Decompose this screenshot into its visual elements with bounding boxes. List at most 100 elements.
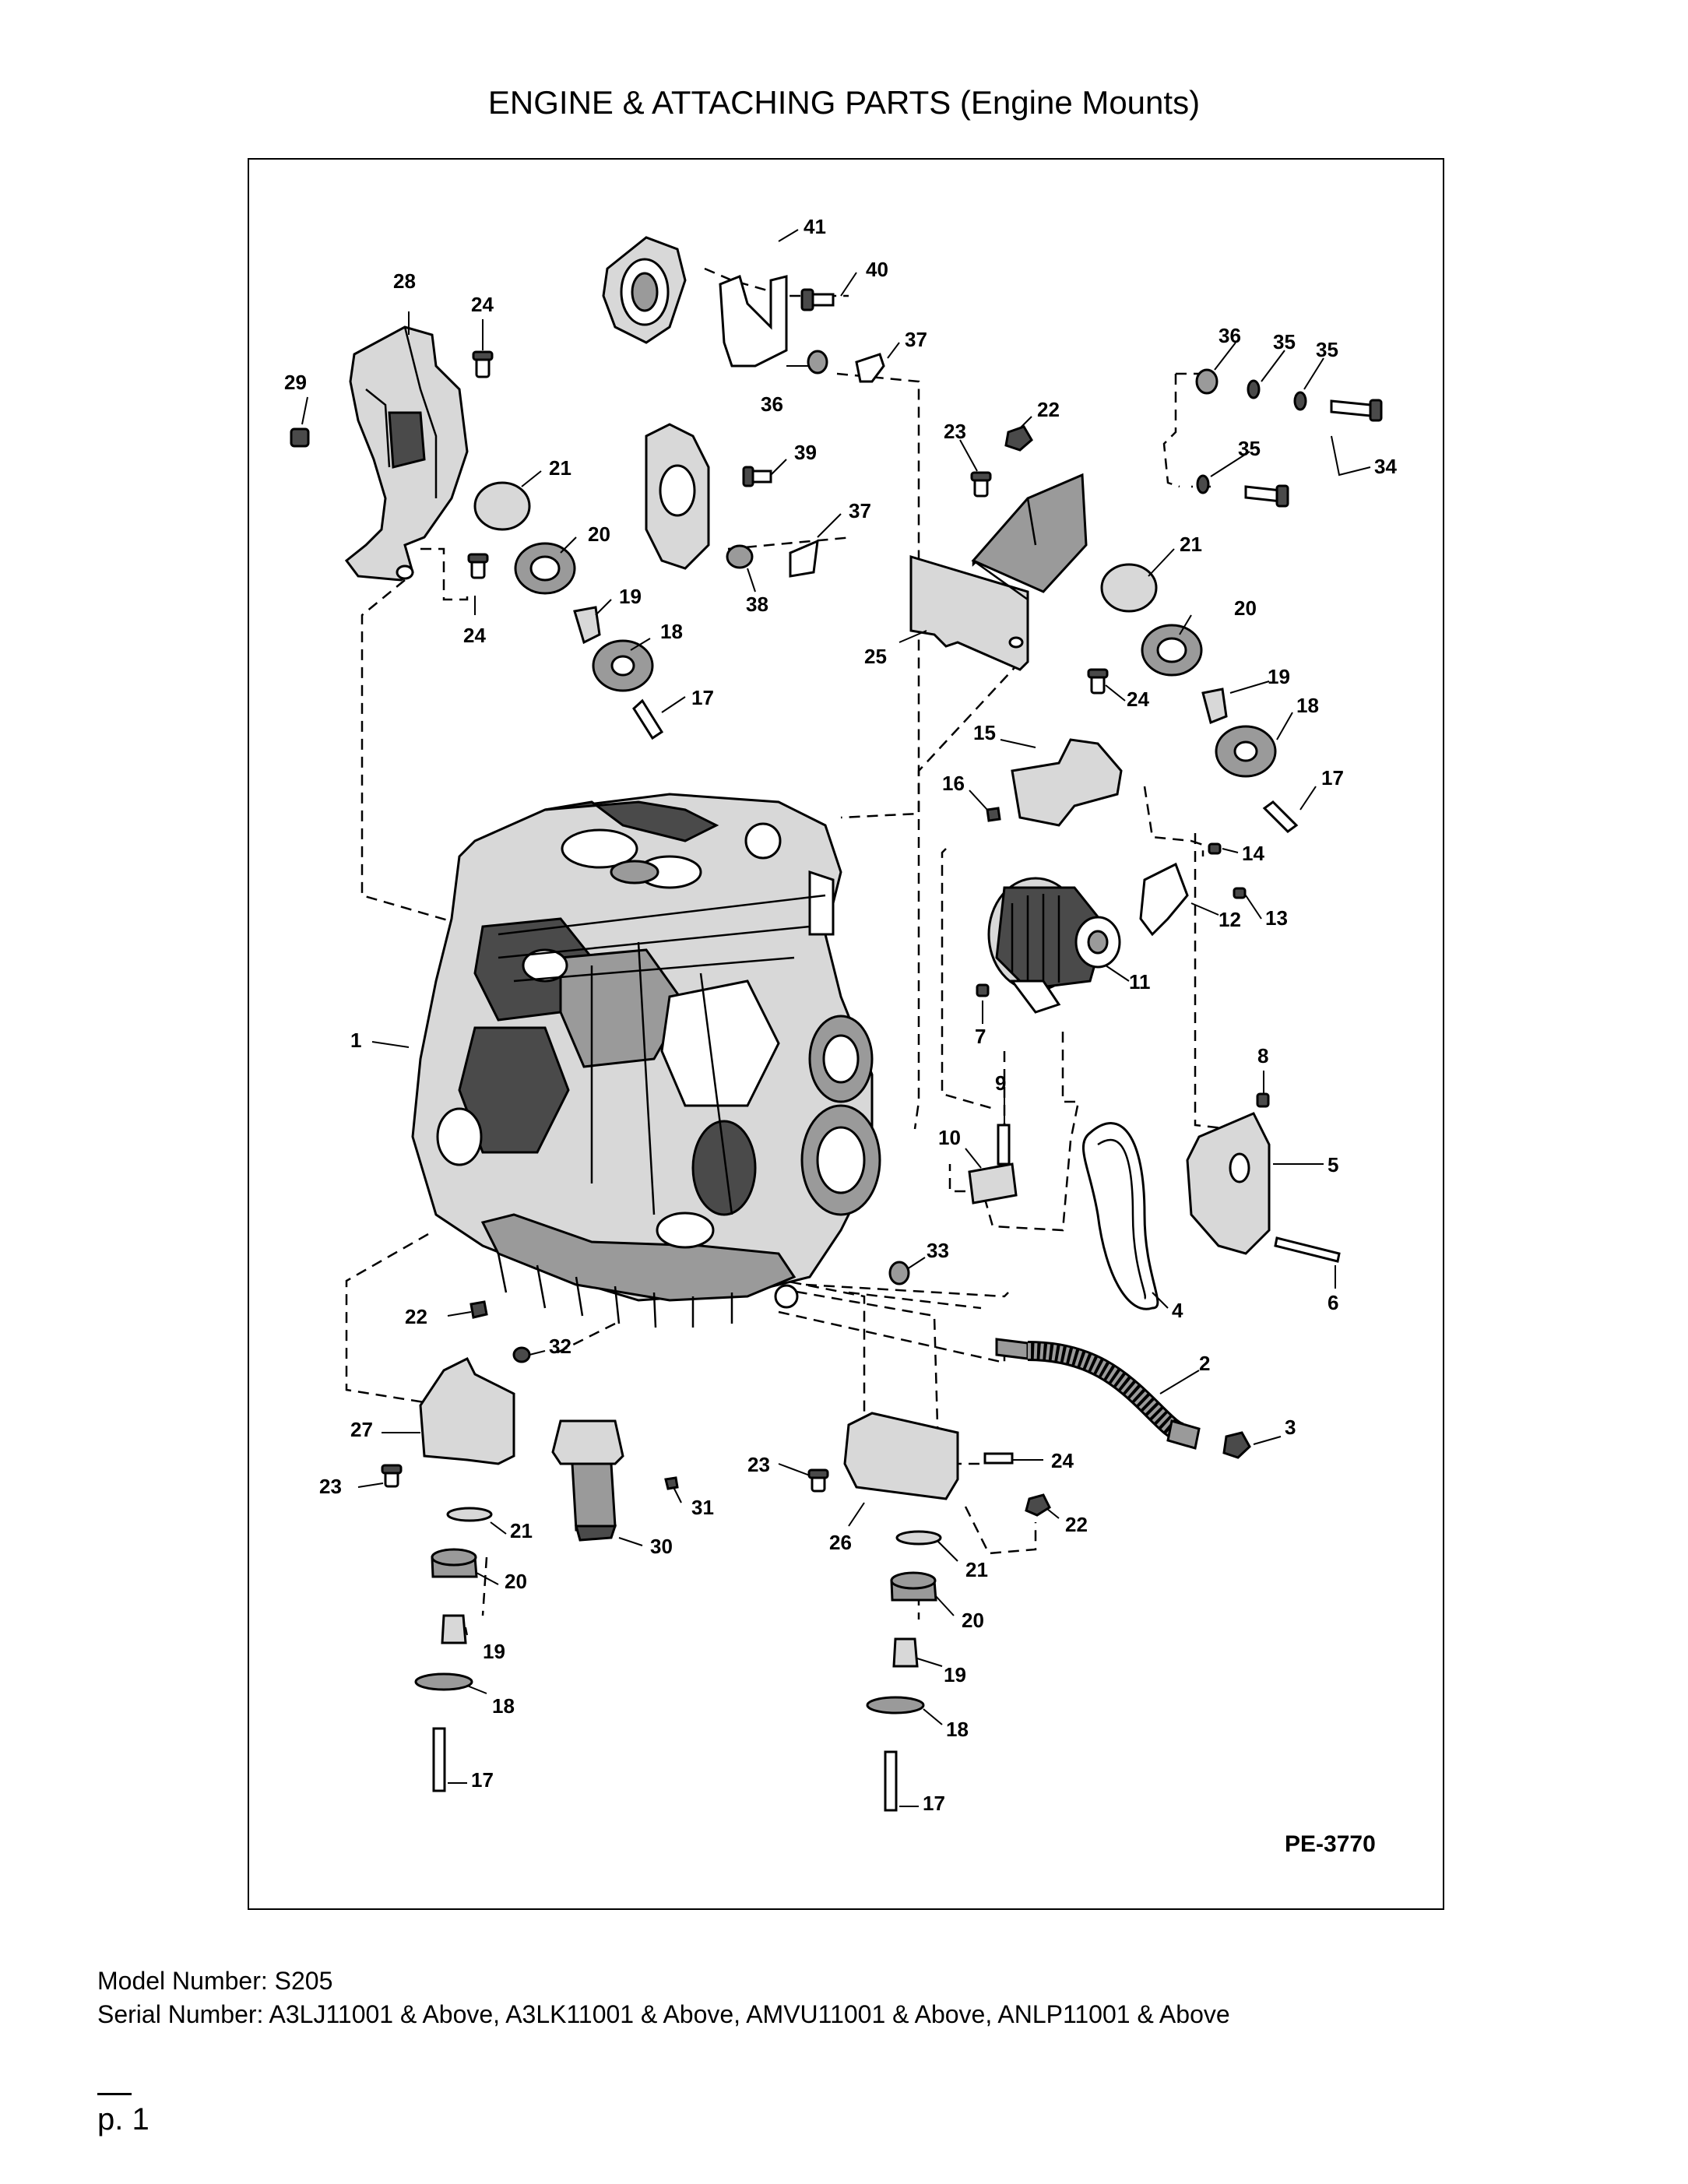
callout-35-c: 35 bbox=[1238, 437, 1261, 460]
bolt-23-lower-right bbox=[807, 1468, 829, 1493]
filter-30 bbox=[551, 1419, 624, 1542]
screw-16 bbox=[986, 807, 1001, 822]
callout-20-left: 20 bbox=[588, 522, 610, 546]
callout-29: 29 bbox=[284, 371, 307, 394]
callout-17-lower-left: 17 bbox=[471, 1768, 494, 1792]
washer-21-left bbox=[473, 481, 531, 531]
sleeve-19-lower-left bbox=[441, 1614, 467, 1644]
nut-32 bbox=[512, 1346, 531, 1363]
callout-20-right: 20 bbox=[1234, 596, 1257, 620]
housing-41 bbox=[602, 236, 687, 344]
leader-lines bbox=[301, 229, 1371, 1807]
clip-37-top bbox=[855, 353, 885, 383]
callout-24-right: 24 bbox=[1127, 688, 1149, 711]
bolt-head-34-bottom bbox=[1275, 484, 1289, 508]
washer-18-left bbox=[592, 639, 654, 692]
callout-35-b: 35 bbox=[1316, 338, 1338, 361]
page-divider bbox=[97, 2093, 132, 2095]
callout-24-lower: 24 bbox=[1051, 1449, 1074, 1472]
nut-29 bbox=[290, 427, 310, 448]
rod-6 bbox=[1274, 1236, 1341, 1263]
screw-7 bbox=[976, 983, 990, 997]
callout-21-right: 21 bbox=[1180, 533, 1202, 556]
callout-24-top: 24 bbox=[471, 293, 494, 316]
callout-5: 5 bbox=[1328, 1153, 1338, 1176]
callout-17-right: 17 bbox=[1321, 766, 1344, 790]
isolator-20-lower-left-top bbox=[431, 1548, 477, 1567]
callout-17-left: 17 bbox=[691, 686, 714, 709]
page-number: p. 1 bbox=[97, 2102, 149, 2137]
spacer-36-top bbox=[807, 350, 828, 375]
callout-30: 30 bbox=[650, 1535, 673, 1558]
callout-10: 10 bbox=[938, 1126, 961, 1149]
callout-19-lower-right: 19 bbox=[944, 1663, 966, 1686]
callout-19-right: 19 bbox=[1268, 665, 1290, 688]
sleeve-19-left bbox=[573, 606, 601, 645]
callout-21-lower-left: 21 bbox=[510, 1519, 533, 1542]
callout-11: 11 bbox=[1129, 970, 1151, 994]
bracket-arm-41 bbox=[719, 274, 788, 368]
callout-23-left: 23 bbox=[319, 1475, 342, 1498]
nut-22-lower bbox=[1025, 1493, 1051, 1517]
bolt-17-left bbox=[632, 698, 664, 740]
callout-22-lower: 22 bbox=[1065, 1513, 1088, 1536]
callout-14: 14 bbox=[1242, 842, 1264, 865]
callout-34: 34 bbox=[1374, 455, 1397, 478]
nut-22-left bbox=[469, 1300, 488, 1319]
diagram-frame bbox=[248, 158, 1444, 1910]
callout-38: 38 bbox=[746, 593, 768, 616]
callout-23-top: 23 bbox=[944, 420, 966, 443]
bolt-head-39 bbox=[742, 466, 754, 487]
screw-31 bbox=[664, 1476, 679, 1490]
callout-37-top: 37 bbox=[905, 328, 927, 351]
callout-3: 3 bbox=[1285, 1416, 1296, 1439]
washer-35-a bbox=[1247, 379, 1261, 399]
nut-22-top bbox=[1004, 425, 1033, 452]
callout-25: 25 bbox=[864, 645, 887, 668]
sleeve-19-right bbox=[1201, 688, 1228, 725]
bolt-head-34-top bbox=[1369, 399, 1383, 422]
callout-18-lower-left: 18 bbox=[492, 1694, 515, 1718]
spacer-33 bbox=[888, 1261, 910, 1285]
bolt-34-top bbox=[1330, 399, 1372, 417]
callout-40: 40 bbox=[866, 258, 888, 281]
callout-18-left: 18 bbox=[660, 620, 683, 643]
washer-21-right bbox=[1100, 563, 1158, 613]
callout-8: 8 bbox=[1257, 1044, 1268, 1067]
isolator-20-lower-right-top bbox=[890, 1571, 937, 1590]
bolt-17-lower-right bbox=[884, 1750, 898, 1812]
washer-18-lower-right bbox=[866, 1696, 925, 1714]
spacer-38 bbox=[726, 544, 754, 569]
bracket-28 bbox=[344, 325, 469, 582]
serial-number: Serial Number: A3LJ11001 & Above, A3LK11… bbox=[97, 2000, 1230, 2028]
bolt-23-top bbox=[970, 471, 992, 498]
callout-26: 26 bbox=[829, 1531, 852, 1554]
plate-39 bbox=[645, 423, 710, 570]
sleeve-19-lower-right bbox=[892, 1637, 919, 1668]
callout-22-left: 22 bbox=[405, 1305, 427, 1328]
screw-8 bbox=[1256, 1092, 1270, 1108]
bolt-34-bottom bbox=[1244, 485, 1282, 503]
nut-3 bbox=[1222, 1431, 1251, 1459]
screw-14 bbox=[1208, 842, 1222, 855]
callout-36-right: 36 bbox=[1219, 324, 1241, 347]
callout-24-mid: 24 bbox=[463, 624, 486, 647]
page-title: ENGINE & ATTACHING PARTS (Engine Mounts) bbox=[487, 84, 1201, 121]
screw-13 bbox=[1233, 887, 1247, 899]
callout-27: 27 bbox=[350, 1418, 373, 1441]
bolt-24-right bbox=[1087, 668, 1109, 695]
callout-7: 7 bbox=[975, 1025, 986, 1048]
callout-36-top: 36 bbox=[761, 392, 783, 416]
shield-15 bbox=[1011, 738, 1123, 827]
callout-19-lower-left: 19 bbox=[483, 1640, 505, 1663]
callout-33: 33 bbox=[927, 1239, 949, 1262]
spacer-10 bbox=[968, 1162, 1018, 1205]
bolt-24-top bbox=[472, 350, 494, 378]
bolt-9 bbox=[997, 1124, 1011, 1166]
callout-labels: 41 40 37 36 28 24 29 21 20 24 19 18 17 3… bbox=[284, 215, 1397, 1815]
callout-21-lower-right: 21 bbox=[965, 1558, 988, 1581]
callout-28: 28 bbox=[393, 269, 416, 293]
callout-32: 32 bbox=[549, 1335, 571, 1358]
callout-4: 4 bbox=[1172, 1299, 1183, 1322]
